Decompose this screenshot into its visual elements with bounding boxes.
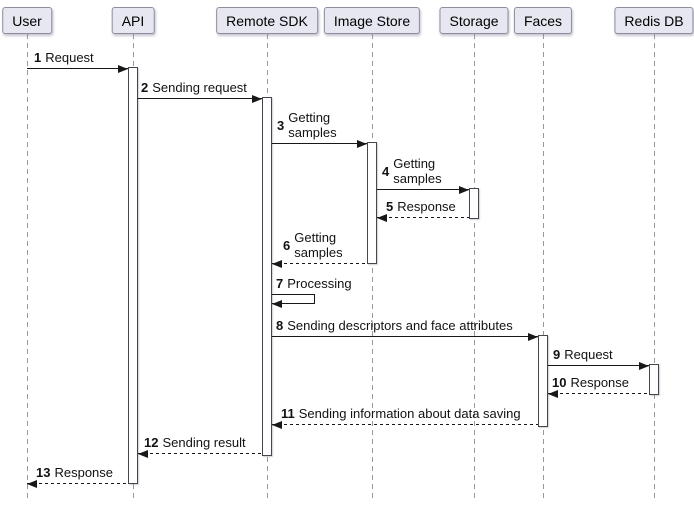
message-text: Processing — [287, 276, 352, 291]
message-8-line — [272, 336, 538, 337]
participant-label: Remote SDK — [226, 12, 308, 29]
message-text: Response — [570, 375, 630, 390]
participant-label: Image Store — [333, 12, 411, 29]
message-9-arrowhead — [639, 361, 649, 370]
message-12-arrowhead — [138, 449, 148, 458]
message-number: 2 — [141, 80, 149, 95]
message-1-arrowhead — [118, 64, 128, 73]
message-text: Getting samples — [288, 110, 337, 140]
lifeline-redis-db — [654, 34, 655, 502]
message-11-arrowhead — [272, 420, 282, 429]
participant-label: Storage — [449, 12, 499, 29]
participant-redis-db: Redis DB — [614, 7, 694, 34]
message-11-line — [272, 424, 538, 425]
message-text: Request — [45, 50, 94, 65]
message-number: 5 — [386, 199, 394, 214]
participant-label: Faces — [523, 12, 563, 29]
message-text: Sending request — [152, 80, 247, 95]
message-text: Response — [397, 199, 456, 214]
lifeline-user — [27, 34, 28, 502]
message-text: Sending information about data saving — [298, 406, 521, 421]
message-number: 3 — [277, 117, 285, 133]
message-number: 4 — [382, 163, 390, 179]
message-text: Getting samples — [393, 156, 442, 186]
message-text: Getting samples — [294, 230, 343, 260]
lifeline-faces — [543, 34, 544, 502]
message-13-line — [27, 483, 128, 484]
message-8-arrowhead — [528, 332, 538, 341]
lifeline-image-store — [372, 34, 373, 502]
message-text: Sending descriptors and face attributes — [287, 318, 513, 333]
lifeline-storage — [474, 34, 475, 502]
message-13-arrowhead — [27, 479, 37, 488]
participant-remote-sdk: Remote SDK — [216, 7, 318, 34]
message-7-arrowhead — [272, 299, 282, 308]
message-number: 9 — [553, 347, 561, 362]
participant-image-store: Image Store — [323, 7, 421, 34]
participant-api: API — [111, 7, 155, 34]
message-number: 10 — [552, 375, 567, 390]
message-number: 13 — [36, 465, 51, 480]
message-10-line — [548, 393, 649, 394]
activation-remote-sdk — [262, 97, 272, 456]
message-3-line — [272, 143, 367, 144]
message-2-line — [138, 98, 262, 99]
message-5-line — [377, 217, 469, 218]
message-9-line — [548, 365, 649, 366]
message-6-arrowhead — [272, 259, 282, 268]
participant-label: User — [12, 12, 42, 29]
participant-label: Redis DB — [624, 12, 684, 29]
participant-label: API — [121, 12, 145, 29]
message-4-arrowhead — [459, 185, 469, 194]
message-5-arrowhead — [377, 213, 387, 222]
message-10-arrowhead — [548, 389, 558, 398]
message-number: 7 — [276, 276, 284, 291]
message-text: Response — [54, 465, 114, 480]
message-text: Sending result — [162, 435, 246, 450]
message-text: Request — [564, 347, 613, 362]
message-number: 8 — [276, 318, 284, 333]
activation-image-store — [367, 142, 377, 264]
message-12-line — [138, 453, 262, 454]
message-3-arrowhead — [357, 139, 367, 148]
message-number: 1 — [34, 50, 42, 65]
participant-user: User — [2, 7, 52, 34]
participant-faces: Faces — [513, 7, 573, 34]
participant-storage: Storage — [439, 7, 509, 34]
message-6-line — [272, 263, 367, 264]
activation-api — [128, 67, 138, 484]
message-1-line — [27, 68, 128, 69]
activation-redis-db — [649, 364, 659, 395]
message-4-line — [377, 189, 469, 190]
activation-storage — [469, 188, 479, 219]
message-number: 11 — [281, 406, 295, 421]
message-7-self-line — [272, 294, 315, 304]
activation-faces — [538, 335, 548, 427]
message-number: 6 — [283, 237, 291, 253]
message-2-arrowhead — [252, 94, 262, 103]
message-number: 12 — [144, 435, 159, 450]
